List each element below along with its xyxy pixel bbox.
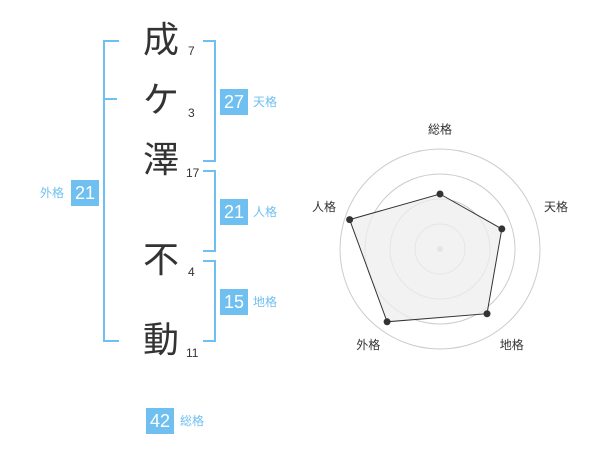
gaikaku-bracket-tick xyxy=(103,98,117,100)
radar-axis-label-1: 総格 xyxy=(428,122,452,137)
radar-point-5 xyxy=(346,216,354,224)
name-char-2: ケ xyxy=(142,80,179,121)
soukaku-label: 総格 xyxy=(180,414,205,428)
radar-axis-label-2: 天格 xyxy=(544,199,568,214)
stroke-count-2: 3 xyxy=(188,106,195,120)
radar-point-2 xyxy=(498,225,506,233)
name-char-5: 動 xyxy=(142,320,179,361)
radar-axis-label-5: 人格 xyxy=(312,199,336,214)
name-char-4: 不 xyxy=(142,240,179,281)
radar-axis-label-4: 外格 xyxy=(356,337,380,352)
name-char-1: 成 xyxy=(142,20,179,61)
radar-data-polygon xyxy=(348,193,503,323)
tenkaku-label: 天格 xyxy=(253,95,278,109)
chikaku-label: 地格 xyxy=(253,295,278,309)
tenkaku-bracket xyxy=(203,40,216,162)
gaikaku-value: 21 xyxy=(71,180,99,206)
name-char-3: 澤 xyxy=(142,140,179,181)
jinkaku-label: 人格 xyxy=(253,205,278,219)
stroke-count-5: 11 xyxy=(186,346,199,360)
stroke-count-4: 4 xyxy=(188,265,195,279)
gaikaku-bracket xyxy=(103,40,119,342)
radar-point-3 xyxy=(483,310,491,318)
radar-point-1 xyxy=(436,190,444,198)
jinkaku-bracket xyxy=(203,170,216,252)
jinkaku-value: 21 xyxy=(220,199,248,225)
radar-axis-label-3: 地格 xyxy=(500,337,524,352)
tenkaku-value: 27 xyxy=(220,89,248,115)
stroke-count-1: 7 xyxy=(188,44,195,58)
radar-point-4 xyxy=(383,318,391,326)
gaikaku-label: 外格 xyxy=(40,186,65,200)
stroke-count-3: 17 xyxy=(186,166,200,180)
chikaku-value: 15 xyxy=(220,289,248,315)
chikaku-bracket xyxy=(203,260,216,342)
radar-ring xyxy=(339,148,541,350)
soukaku-value: 42 xyxy=(146,408,174,434)
